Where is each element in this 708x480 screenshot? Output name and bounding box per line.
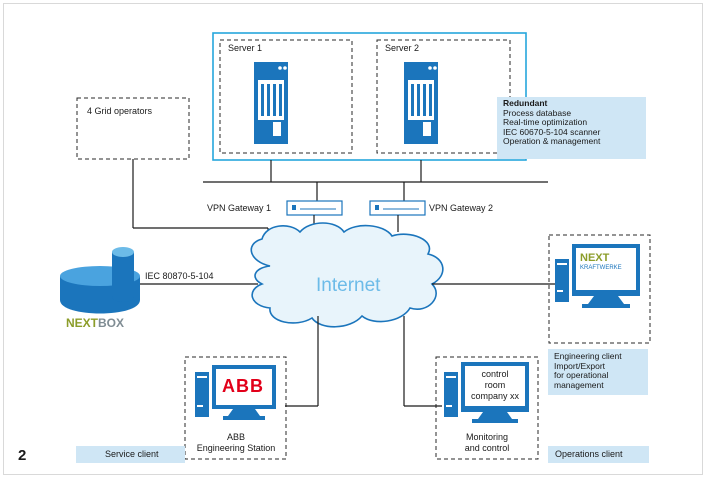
control-room-label: control room company xx <box>465 369 525 402</box>
vpn-gateway1-icon <box>286 200 343 216</box>
redundant-line: Process database <box>503 107 572 118</box>
next-kraftwerke-computer-icon <box>555 244 640 308</box>
vpn-gateway1-label: VPN Gateway 1 <box>207 203 272 213</box>
server-bus <box>203 160 548 201</box>
abb-station-label: ABB Engineering Station <box>187 432 285 454</box>
engineering-client-panel <box>548 349 648 395</box>
monitoring-label: Monitoring and control <box>438 432 536 454</box>
nextbox-logo: NEXTBOX <box>66 316 124 330</box>
service-client-panel <box>76 446 185 463</box>
control-room-computer-icon <box>444 362 529 423</box>
control-room-line: company xx <box>470 391 520 401</box>
next-kraftwerke-box <box>548 234 651 344</box>
operations-client-panel <box>548 446 649 463</box>
vpn-gateway2-icon <box>369 200 426 216</box>
redundant-title: Redundant <box>503 98 548 108</box>
figure-number: 2 <box>18 447 27 464</box>
next-kraftwerke-brand: NEXT <box>580 252 610 264</box>
server2-label: Server 2 <box>385 43 420 53</box>
abb-computer-icon <box>195 365 276 420</box>
server2-box <box>376 39 511 154</box>
grid-operators-box <box>76 97 190 160</box>
engineering-client-line: management <box>554 379 604 390</box>
redundant-line: IEC 60670-5-104 scanner <box>503 126 601 137</box>
monitoring-line: Monitoring <box>465 432 509 442</box>
abb-station-line: Engineering Station <box>196 443 276 453</box>
internet-label: Internet <box>316 275 381 296</box>
nextbox-logo-box: BOX <box>98 316 125 330</box>
server1-label: Server 1 <box>228 43 263 53</box>
next-kraftwerke-logo: NEXT KRAFTWERKE <box>580 252 622 272</box>
engineering-client-line: for operational <box>554 370 609 380</box>
redundant-panel <box>497 97 646 159</box>
server1-icon <box>254 62 288 144</box>
engineering-client-line: Import/Export <box>554 360 606 371</box>
redundant-line: Real-time optimization <box>503 117 588 127</box>
next-kraftwerke-sub: KRAFTWERKE <box>580 265 622 271</box>
engineering-client-line: Engineering client <box>554 351 622 361</box>
redundant-text: Redundant Process database Real-time opt… <box>503 98 645 147</box>
control-room-line: control <box>481 369 509 379</box>
grid-operators-label: 4 Grid operators <box>87 106 153 116</box>
nextbox-icon <box>60 247 140 314</box>
control-room-link <box>403 316 442 407</box>
figure-frame <box>3 3 703 475</box>
server1-box <box>219 39 353 154</box>
redundant-line: Operation & management <box>503 136 601 146</box>
nextbox-logo-next: NEXT <box>66 316 99 330</box>
server-area-frame <box>212 32 527 161</box>
control-room-box <box>435 356 539 460</box>
abb-station-box <box>184 356 287 460</box>
abb-station-line: ABB <box>226 432 245 442</box>
operations-client-label: Operations client <box>555 449 623 459</box>
abb-logo: ABB <box>222 376 264 396</box>
service-client-label: Service client <box>105 449 159 459</box>
vpn-gateway2-label: VPN Gateway 2 <box>429 203 494 213</box>
monitoring-line: and control <box>464 443 510 453</box>
protocol-label: IEC 80870-5-104 <box>145 271 214 281</box>
control-room-line: room <box>484 380 506 390</box>
server2-icon <box>404 62 438 144</box>
engineering-client-text: Engineering client Import/Export for ope… <box>554 351 646 390</box>
abb-link <box>285 316 319 407</box>
